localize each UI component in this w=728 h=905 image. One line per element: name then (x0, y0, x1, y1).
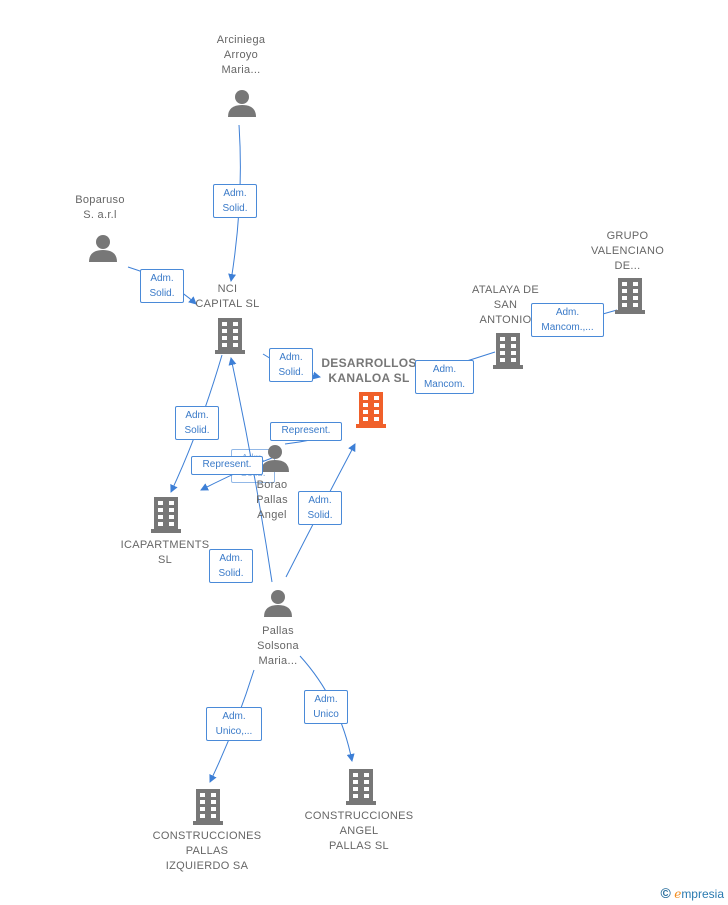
person-icon (228, 90, 256, 117)
building-icon (151, 497, 181, 533)
building-icon (615, 278, 645, 314)
brand-initial: e (674, 887, 682, 901)
node-atalaya[interactable]: ATALAYA DE SAN ANTONIO (458, 283, 553, 328)
node-label: CONSTRUCCIONES ANGEL PALLAS SL (304, 810, 414, 852)
edge-badge[interactable]: Adm. Mancom.,... (531, 303, 604, 337)
node-pallas[interactable]: Pallas Solsona Maria... (236, 624, 320, 669)
edge-badge[interactable]: Adm. Solid. (269, 348, 313, 382)
edge-badge[interactable]: Represent. (191, 456, 263, 475)
building-icon (493, 333, 523, 369)
edge-badge[interactable]: Adm. Solid. (140, 269, 184, 303)
edge-badge[interactable]: Adm. Solid. (213, 184, 257, 218)
person-icon (264, 590, 292, 617)
building-icon (215, 318, 245, 354)
node-nci[interactable]: NCI CAPITAL SL (180, 282, 275, 312)
node-label: Arciniega Arroyo Maria... (216, 34, 266, 76)
node-label: Pallas Solsona Maria... (257, 625, 299, 667)
node-borao[interactable]: Borao Pallas Angel (237, 478, 307, 523)
node-label: ATALAYA DE SAN ANTONIO (472, 284, 539, 326)
brand-logo[interactable]: © empresia (661, 885, 724, 901)
edge-badge[interactable]: Adm. Unico,... (206, 707, 262, 741)
person-icon (261, 445, 289, 472)
copyright-icon: © (660, 885, 671, 901)
node-boparuso[interactable]: Boparuso S. a.r.l (55, 193, 145, 223)
node-cap[interactable]: CONSTRUCCIONES ANGEL PALLAS SL (293, 809, 425, 854)
edge-badge[interactable]: Adm. Solid. (298, 491, 342, 525)
person-icon (89, 235, 117, 262)
building-icon (193, 789, 223, 825)
node-desarrollos[interactable]: DESARROLLOS KANALOA SL (310, 356, 428, 386)
edge-badge[interactable]: Adm. Solid. (175, 406, 219, 440)
node-label: DESARROLLOS KANALOA SL (321, 356, 417, 385)
node-grupo[interactable]: GRUPO VALENCIANO DE... (580, 229, 675, 274)
node-label: NCI CAPITAL SL (195, 283, 260, 310)
brand-name: mpresia (681, 887, 724, 901)
edge-badge[interactable]: Adm. Unico (304, 690, 348, 724)
node-label: ICAPARTMENTS SL (120, 539, 210, 566)
node-arciniega[interactable]: Arciniega Arroyo Maria... (196, 33, 286, 78)
node-label: Borao Pallas Angel (256, 479, 288, 521)
edge-badge[interactable]: Adm. Mancom. (415, 360, 474, 394)
building-icon (356, 392, 386, 428)
node-cpi[interactable]: CONSTRUCCIONES PALLAS IZQUIERDO SA (141, 829, 273, 874)
building-icon (346, 769, 376, 805)
node-label: Boparuso S. a.r.l (75, 194, 125, 221)
node-label: GRUPO VALENCIANO DE... (590, 230, 665, 272)
node-label: CONSTRUCCIONES PALLAS IZQUIERDO SA (152, 830, 262, 872)
node-icapartments[interactable]: ICAPARTMENTS SL (110, 538, 220, 568)
edge-badge[interactable]: Represent. (270, 422, 342, 441)
edge-badge[interactable]: Adm. Solid. (209, 549, 253, 583)
